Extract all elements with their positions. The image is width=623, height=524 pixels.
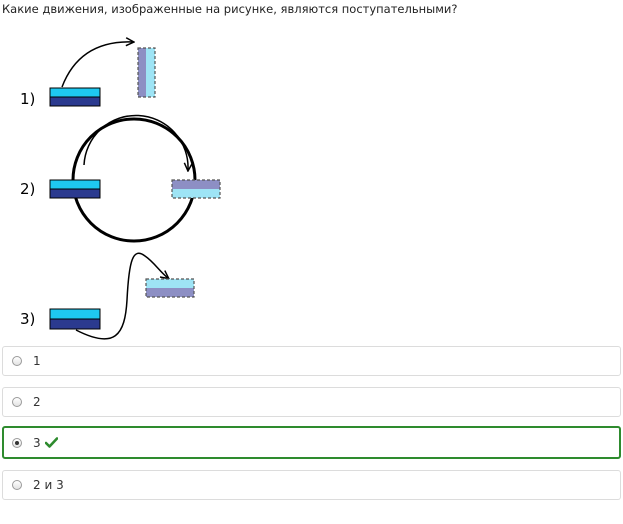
- body-2-end: [171, 179, 221, 199]
- body-3-start: [49, 308, 101, 330]
- body-1-end: [137, 47, 156, 98]
- trajectory-2: [83, 114, 188, 170]
- trajectory-1: [61, 42, 133, 88]
- answer-option-4[interactable]: 2 и 3: [2, 470, 621, 500]
- option-label: 1: [33, 354, 41, 368]
- radio-button[interactable]: [12, 480, 22, 490]
- answer-option-1[interactable]: 1: [2, 346, 621, 376]
- question-text: Какие движения, изображенные на рисунке,…: [2, 2, 458, 16]
- option-label: 2: [33, 395, 41, 409]
- option-label: 2 и 3: [33, 478, 64, 492]
- radio-button-selected[interactable]: [12, 437, 22, 448]
- body-1-start: [49, 87, 101, 107]
- figure-label-3: 3): [20, 310, 35, 328]
- option-label: 3: [33, 435, 41, 450]
- answer-option-2[interactable]: 2: [2, 387, 621, 417]
- body-2-start: [49, 179, 101, 199]
- figure-label-2: 2): [20, 180, 35, 198]
- figure-label-1: 1): [20, 90, 35, 108]
- radio-button[interactable]: [12, 356, 22, 366]
- motion-figure: 1) 2) 3): [20, 20, 221, 340]
- body-3-end: [145, 278, 195, 298]
- check-icon: [44, 433, 58, 452]
- answer-option-3[interactable]: 3: [2, 426, 621, 459]
- trajectory-3: [75, 252, 168, 340]
- radio-button[interactable]: [12, 397, 22, 407]
